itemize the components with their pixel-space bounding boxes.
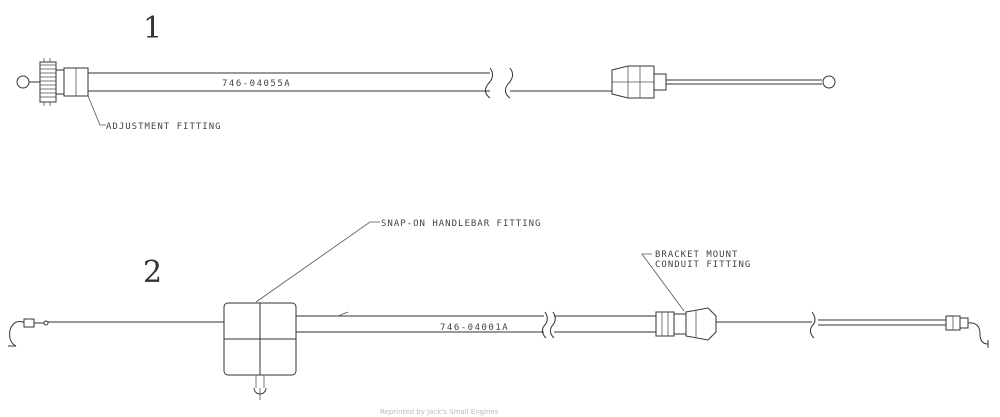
item-2-part-number: 746-04001A [440, 323, 509, 333]
item-2-bracket-leader [641, 253, 685, 312]
item-2-break-left [541, 311, 548, 339]
item-1-callout-leader [87, 95, 106, 126]
item-2-bracket-label-2: CONDUIT FITTING [655, 260, 751, 270]
footer-credit: Reprinted by Jack's Small Engines [380, 408, 499, 416]
item-1-left-ring [16, 75, 30, 89]
item-1-break-left [484, 67, 494, 99]
item-1-adjustment-knob [39, 58, 57, 106]
item-1-cable [16, 58, 836, 106]
item-1-number: 1 [143, 11, 162, 46]
item-2-bracket-fitting [655, 307, 717, 341]
item-1-part-number: 746-04055A [222, 79, 291, 89]
item-2-break-wire [809, 311, 816, 339]
item-2-bracket-label-1: BRACKET MOUNT [655, 250, 738, 260]
item-1-end-fitting [611, 65, 667, 99]
item-2-cable [8, 302, 989, 400]
item-2-handlebar-fitting [223, 302, 297, 400]
item-1-right-ring [822, 75, 836, 89]
item-2-left-hook [8, 318, 49, 347]
item-1-break-right [504, 67, 514, 99]
item-2-handlebar-leader [255, 221, 380, 303]
item-2-right-hook [945, 315, 989, 348]
item-2-handlebar-label: SNAP-ON HANDLEBAR FITTING [381, 219, 541, 229]
item-1-callout-label: ADJUSTMENT FITTING [106, 122, 222, 132]
item-2-number: 2 [143, 255, 162, 290]
